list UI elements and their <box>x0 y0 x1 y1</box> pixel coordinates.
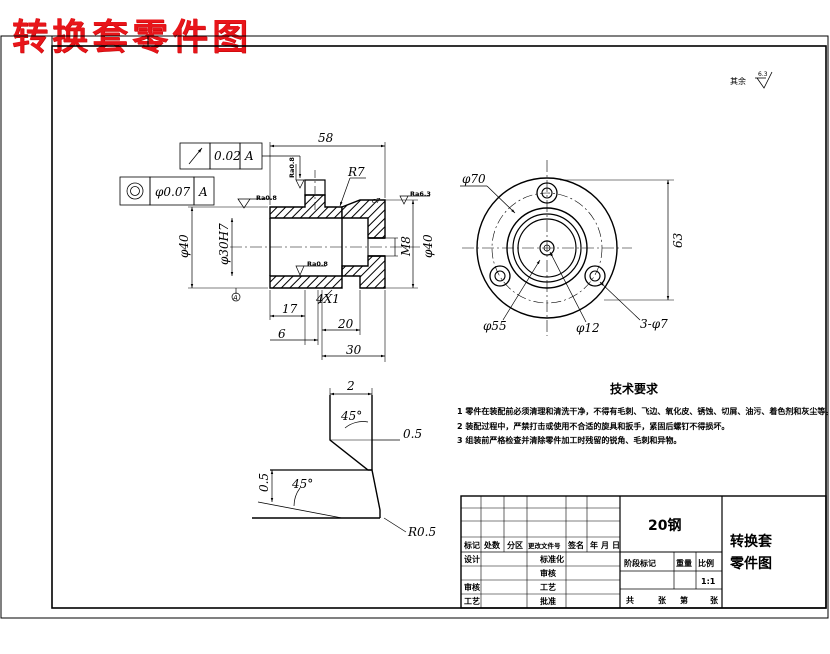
runout-tolerance-frame: 0.02 A <box>179 142 302 178</box>
svg-text:63: 63 <box>671 232 685 248</box>
svg-text:阶段标记: 阶段标记 <box>624 558 656 568</box>
requirement-item: 1 零件在装配前必须清理和清洗干净，不得有毛刺、飞边、氧化皮、锈蚀、切屑、油污、… <box>457 406 830 416</box>
svg-text:45°: 45° <box>291 477 313 491</box>
svg-text:6.3: 6.3 <box>758 71 768 78</box>
svg-text:1:1: 1:1 <box>701 577 716 586</box>
svg-text:零件图: 零件图 <box>729 555 772 572</box>
technical-requirements: 技术要求 1 零件在装配前必须清理和清洗干净，不得有毛刺、飞边、氧化皮、锈蚀、切… <box>457 381 830 445</box>
svg-text:日: 日 <box>612 541 620 550</box>
svg-text:20: 20 <box>337 317 354 331</box>
svg-text:17: 17 <box>282 302 298 316</box>
svg-text:更改文件号: 更改文件号 <box>528 541 561 550</box>
svg-text:0.5: 0.5 <box>257 473 271 492</box>
svg-text:R7: R7 <box>347 165 365 179</box>
roughness-symbol: Ra6.3 <box>399 190 431 205</box>
svg-text:20钢: 20钢 <box>648 517 681 534</box>
svg-text:第: 第 <box>680 595 688 605</box>
svg-text:4X1: 4X1 <box>315 292 340 306</box>
svg-text:审核: 审核 <box>464 582 480 592</box>
requirement-item: 2 装配过程中，严禁打击或使用不合适的旋具和扳手，紧固后螺钉不得损坏。 <box>457 421 729 431</box>
svg-text:Ra6.3: Ra6.3 <box>410 190 431 198</box>
svg-text:58: 58 <box>318 131 334 145</box>
svg-text:c7: c7 <box>372 197 381 205</box>
svg-text:0.02: 0.02 <box>214 149 241 163</box>
svg-text:A: A <box>244 149 254 163</box>
sheet-border <box>0 35 829 619</box>
svg-text:处数: 处数 <box>483 540 501 550</box>
svg-text:重量: 重量 <box>676 558 692 568</box>
svg-text:φ0.07: φ0.07 <box>155 185 190 199</box>
svg-text:φ55: φ55 <box>483 319 507 333</box>
roughness-symbol: Ra0.8 <box>288 157 305 189</box>
svg-text:M8: M8 <box>399 236 413 257</box>
svg-text:签名: 签名 <box>567 540 584 550</box>
svg-text:其余: 其余 <box>730 76 746 86</box>
svg-text:批准: 批准 <box>540 596 556 606</box>
svg-text:比例: 比例 <box>698 558 714 568</box>
svg-text:工艺: 工艺 <box>464 596 480 606</box>
svg-text:Ra0.8: Ra0.8 <box>256 194 277 202</box>
svg-text:45°: 45° <box>340 409 362 423</box>
svg-text:Ra0.8: Ra0.8 <box>307 260 328 268</box>
roughness-symbol: Ra0.8 <box>237 194 277 209</box>
svg-text:3-φ7: 3-φ7 <box>640 317 668 331</box>
svg-text:张: 张 <box>710 596 719 605</box>
svg-text:φ40: φ40 <box>177 234 191 258</box>
svg-text:φ40: φ40 <box>421 234 435 258</box>
svg-text:φ12: φ12 <box>576 321 600 335</box>
general-roughness-note: 其余 6.3 <box>730 71 773 89</box>
roughness-symbol: Ra0.8 <box>295 260 328 276</box>
svg-text:标记: 标记 <box>463 540 480 550</box>
svg-text:φ30H7: φ30H7 <box>217 223 231 265</box>
svg-text:A: A <box>198 185 208 199</box>
svg-text:标准化: 标准化 <box>539 554 564 564</box>
svg-text:Ra0.8: Ra0.8 <box>288 157 296 178</box>
svg-text:年: 年 <box>590 540 598 550</box>
svg-text:设计: 设计 <box>464 554 480 564</box>
detail-view: 2 45° 0.5 0.5 45° R0.5 <box>252 379 436 539</box>
title-block-text: 20钢 转换套 零件图 标记 处数 分区 更改文件号 签名 年 月 日 设计 标… <box>463 517 772 606</box>
svg-text:工艺: 工艺 <box>540 582 556 592</box>
svg-text:共: 共 <box>626 595 634 605</box>
svg-text:转换套: 转换套 <box>730 533 772 550</box>
svg-text:φ70: φ70 <box>462 172 486 186</box>
svg-text:审核: 审核 <box>540 568 556 578</box>
svg-text:A: A <box>232 294 238 302</box>
svg-text:30: 30 <box>346 343 362 357</box>
svg-text:技术要求: 技术要求 <box>610 381 659 396</box>
end-view: φ70 63 φ55 φ12 3-φ7 <box>460 160 685 336</box>
requirement-item: 3 组装前严格检查并清除零件加工时残留的锐角、毛刺和异物。 <box>457 435 681 445</box>
svg-text:张: 张 <box>658 596 667 605</box>
svg-text:R0.5: R0.5 <box>407 525 436 539</box>
section-view: 58 R7 c7 φ40 φ30H7 A M8 φ40 <box>119 131 435 362</box>
svg-text:分区: 分区 <box>507 540 523 550</box>
concentricity-tolerance-frame: φ0.07 A <box>119 176 215 206</box>
title-block <box>460 495 827 609</box>
svg-text:月: 月 <box>600 541 609 550</box>
svg-text:2: 2 <box>346 379 355 393</box>
svg-text:0.5: 0.5 <box>403 427 422 441</box>
svg-text:6: 6 <box>278 327 286 341</box>
